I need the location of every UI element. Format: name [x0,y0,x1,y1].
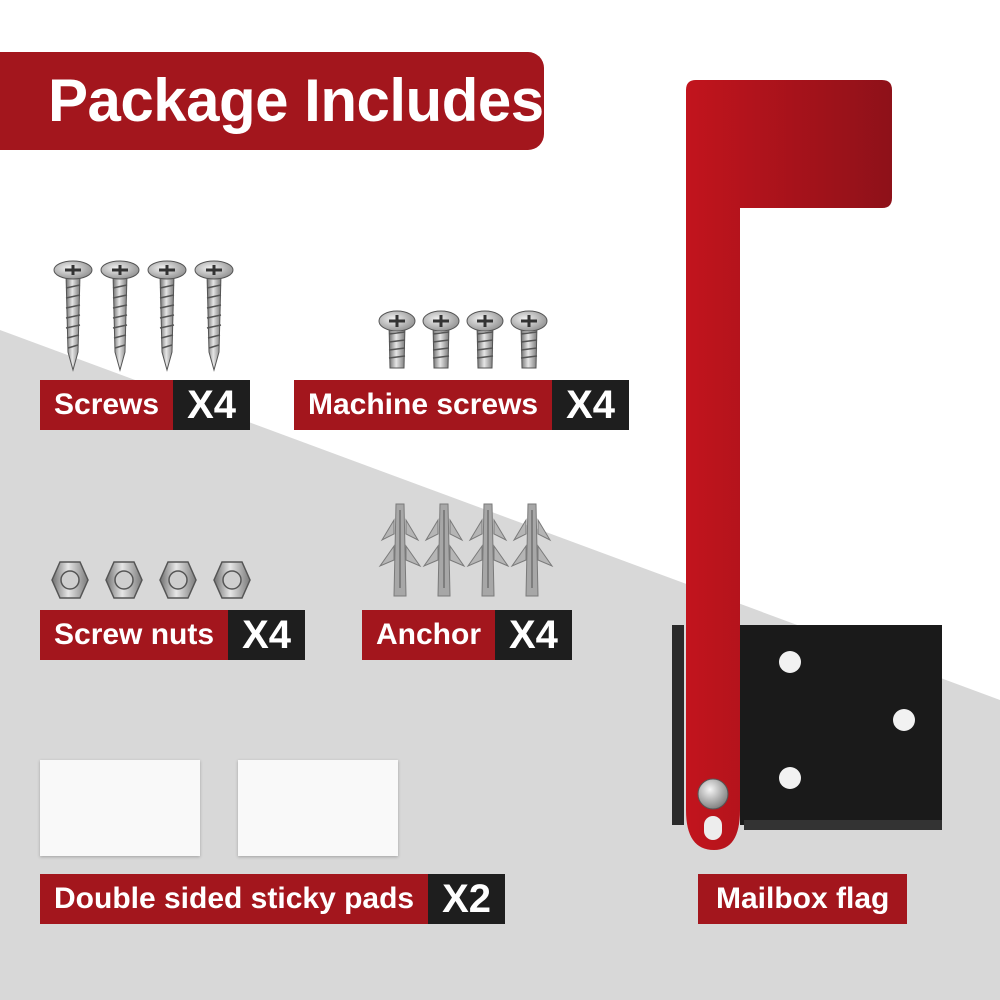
wall-anchor-1 [378,503,422,597]
mailbox-flag-label: Mailbox flag [698,874,908,924]
sticky-pads-label-qty: X2 [428,874,506,924]
machine-screws-image [378,310,548,369]
screw-nuts-image [51,561,251,599]
wood-screw-1 [53,260,93,372]
screw-nuts-label-name: Screw nuts [40,610,229,660]
sticky-pads-label-name: Double sided sticky pads [40,874,429,924]
flag-bracket [672,625,942,830]
machine-screw-4 [510,310,548,369]
wood-screw-4 [194,260,234,372]
anchors-image [378,503,554,597]
machine-screw-1 [378,310,416,369]
screws-label: Screws X4 [40,380,251,430]
hex-nut-1 [51,561,89,599]
screw-nuts-label-qty: X4 [228,610,305,660]
wood-screw-2 [100,260,140,372]
anchor-label: Anchor X4 [362,610,572,660]
wall-anchor-3 [466,503,510,597]
machine-screws-label-name: Machine screws [294,380,553,430]
flag-arm [686,80,892,850]
machine-screw-3 [466,310,504,369]
header-banner [0,52,544,150]
sticky-pad-2 [238,760,398,856]
sticky-pads-label: Double sided sticky pads X2 [40,874,506,924]
wood-screws-image [53,260,234,372]
hex-nut-2 [105,561,143,599]
sticky-pad-1 [40,760,200,856]
machine-screws-label: Machine screws X4 [294,380,630,430]
machine-screws-label-qty: X4 [552,380,630,430]
anchor-label-name: Anchor [362,610,495,660]
mailbox-flag-label-name: Mailbox flag [698,874,908,924]
screws-label-qty: X4 [173,380,251,430]
screw-nuts-label: Screw nuts X4 [40,610,305,660]
screws-label-name: Screws [40,380,174,430]
hex-nut-4 [213,561,251,599]
mailbox-flag-image [672,80,942,850]
wall-anchor-4 [510,503,554,597]
machine-screw-2 [422,310,460,369]
page-title: Package Includes [48,67,544,134]
hex-nut-3 [159,561,197,599]
wood-screw-3 [147,260,187,372]
anchor-label-qty: X4 [495,610,572,660]
wall-anchor-2 [422,503,466,597]
